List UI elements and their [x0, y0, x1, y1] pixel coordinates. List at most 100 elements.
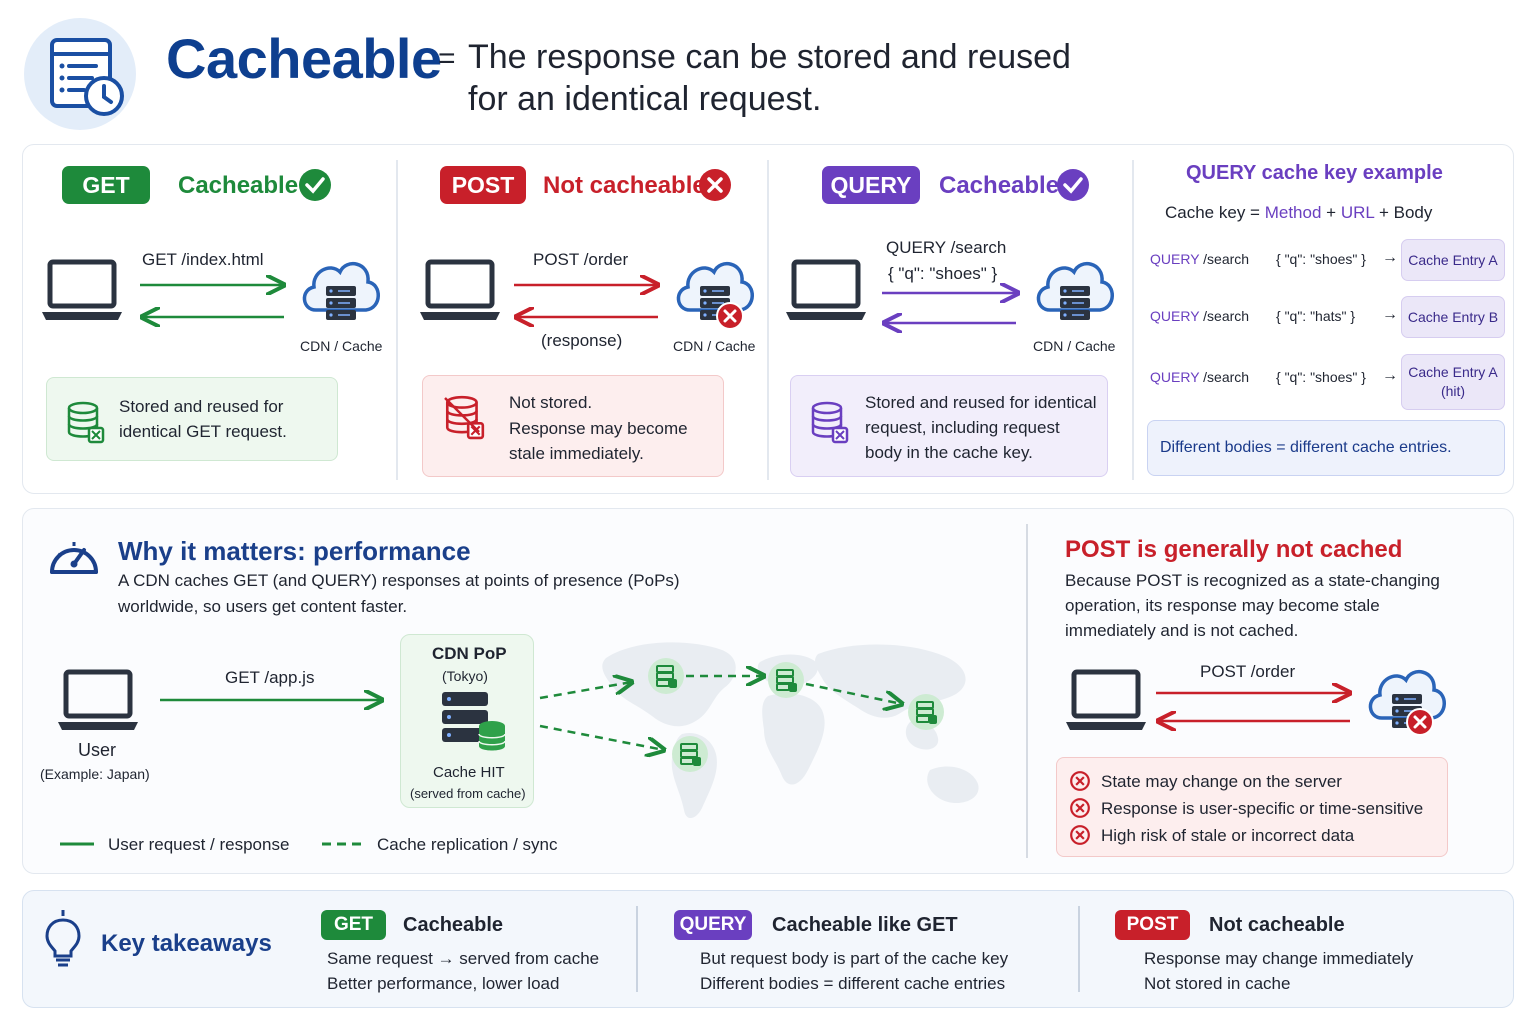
takeaways-title: Key takeaways [101, 930, 272, 957]
get-badge: GET [62, 166, 150, 204]
legend-solid-label: User request / response [108, 835, 290, 854]
server-database-icon [442, 692, 506, 751]
divider [1078, 906, 1080, 992]
row-method: QUERY [1150, 369, 1200, 385]
cache-entry: Cache Entry A (hit) [1401, 354, 1505, 410]
divider [1026, 524, 1028, 858]
cache-key-title: QUERY cache key example [1186, 162, 1443, 184]
row-method: QUERY [1150, 251, 1200, 267]
formula-body: + Body [1378, 203, 1433, 222]
divider [636, 906, 638, 992]
post-explain-request: POST /order [1200, 662, 1296, 681]
row-path: /search [1203, 369, 1250, 385]
row-path: /search [1203, 251, 1250, 267]
get-server-label: CDN / Cache [300, 338, 383, 354]
takeaway-post-line2: Not stored in cache [1144, 974, 1291, 993]
user-sublabel: (Example: Japan) [40, 766, 150, 782]
perf-request-label: GET /app.js [225, 668, 315, 687]
cache-key-row: QUERY /search [1150, 251, 1249, 267]
pop-location: (Tokyo) [442, 668, 488, 684]
get-note-text: Stored and reused for identical GET requ… [119, 397, 287, 441]
divider [767, 160, 769, 480]
legend-dashed-label: Cache replication / sync [377, 835, 558, 854]
takeaway-query-badge: QUERY [674, 910, 752, 940]
legend-solid-line [60, 842, 94, 846]
cache-key-summary: Different bodies = different cache entri… [1147, 420, 1505, 476]
cache-entry: Cache Entry A [1401, 239, 1505, 281]
cross-icon [699, 169, 731, 201]
formula-method: Method [1264, 203, 1322, 222]
row-path: /search [1203, 308, 1250, 324]
post-status: Not cacheable [543, 172, 706, 199]
takeaway-get-line2: Better performance, lower load [327, 974, 560, 993]
post-response-label: (response) [541, 331, 623, 350]
post-note-line1: Not stored. [509, 393, 593, 412]
performance-title: Why it matters: performance [118, 536, 471, 566]
check-icon [299, 169, 331, 201]
post-note: Not stored. Response may become stale im… [422, 375, 724, 477]
takeaway-query-title: Cacheable like GET [772, 914, 958, 936]
risk-item: High risk of stale or incorrect data [1101, 826, 1355, 845]
divider [1132, 160, 1134, 480]
cache-entry: Cache Entry B [1401, 296, 1505, 338]
takeaway-get-title: Cacheable [403, 914, 504, 936]
post-explain-description: Because POST is recognized as a state-ch… [1065, 571, 1440, 640]
pop-status-sub: (served from cache) [410, 786, 526, 801]
pop-title: CDN PoP [432, 644, 507, 663]
query-request-line1: QUERY /search [886, 238, 1007, 257]
formula-url: URL [1340, 203, 1375, 222]
takeaway-post-line1: Response may change immediately [1144, 949, 1414, 968]
header-logo [24, 18, 136, 130]
risk-item: State may change on the server [1101, 772, 1342, 791]
page-subtitle: The response can be stored and reused fo… [468, 38, 1071, 118]
takeaway-post-badge: POST [1115, 910, 1190, 940]
cache-key-row: QUERY /search [1150, 308, 1249, 324]
formula-plus: + [1326, 203, 1337, 222]
entry-label: Cache Entry A [1408, 364, 1498, 380]
page-title: Cacheable [166, 27, 442, 90]
post-risks-box: State may change on the server Response … [1056, 757, 1448, 857]
row-body: { "q": "shoes" } [1276, 369, 1366, 385]
query-badge: QUERY [822, 166, 920, 204]
get-note: Stored and reused for identical GET requ… [46, 377, 338, 461]
post-badge: POST [440, 166, 526, 204]
takeaway-post-title: Not cacheable [1209, 914, 1345, 936]
risk-item: Response is user-specific or time-sensit… [1101, 799, 1424, 818]
user-label: User [78, 740, 117, 760]
row-body: { "q": "shoes" } [1276, 251, 1366, 267]
query-note-text: Stored and reused for identical request,… [865, 393, 1097, 462]
check-icon [1057, 169, 1089, 201]
takeaways-panel [22, 890, 1514, 1008]
lightbulb-icon [45, 910, 81, 967]
error-icon [716, 302, 744, 330]
error-circle-icon [1069, 797, 1091, 819]
performance-description: A CDN caches GET (and QUERY) responses a… [118, 571, 680, 616]
post-request-label: POST /order [533, 250, 629, 269]
row-arrow: → [1382, 306, 1398, 323]
error-circle-icon [1069, 770, 1091, 792]
row-arrow: → [1382, 249, 1398, 266]
document-clock-icon [50, 38, 124, 116]
takeaway-get-line1: Same request → served from cache [327, 949, 600, 968]
get-request-label: GET /index.html [142, 250, 264, 269]
takeaway-get-badge: GET [321, 910, 386, 940]
query-status: Cacheable [939, 172, 1060, 199]
title-equals: = [438, 42, 456, 75]
row-body: { "q": "hats" } [1276, 308, 1356, 324]
legend-dashed-line [322, 842, 364, 846]
error-icon [1406, 708, 1434, 736]
divider [396, 160, 398, 480]
query-note: Stored and reused for identical request,… [790, 375, 1108, 477]
get-status: Cacheable [178, 172, 299, 199]
takeaway-query-line2: Different bodies = different cache entri… [700, 974, 1006, 993]
entry-hit-label: (hit) [1440, 383, 1466, 399]
no-storage-icon [444, 394, 485, 440]
row-method: QUERY [1150, 308, 1200, 324]
row-arrow: → [1382, 367, 1398, 384]
pop-status: Cache HIT [433, 764, 505, 781]
